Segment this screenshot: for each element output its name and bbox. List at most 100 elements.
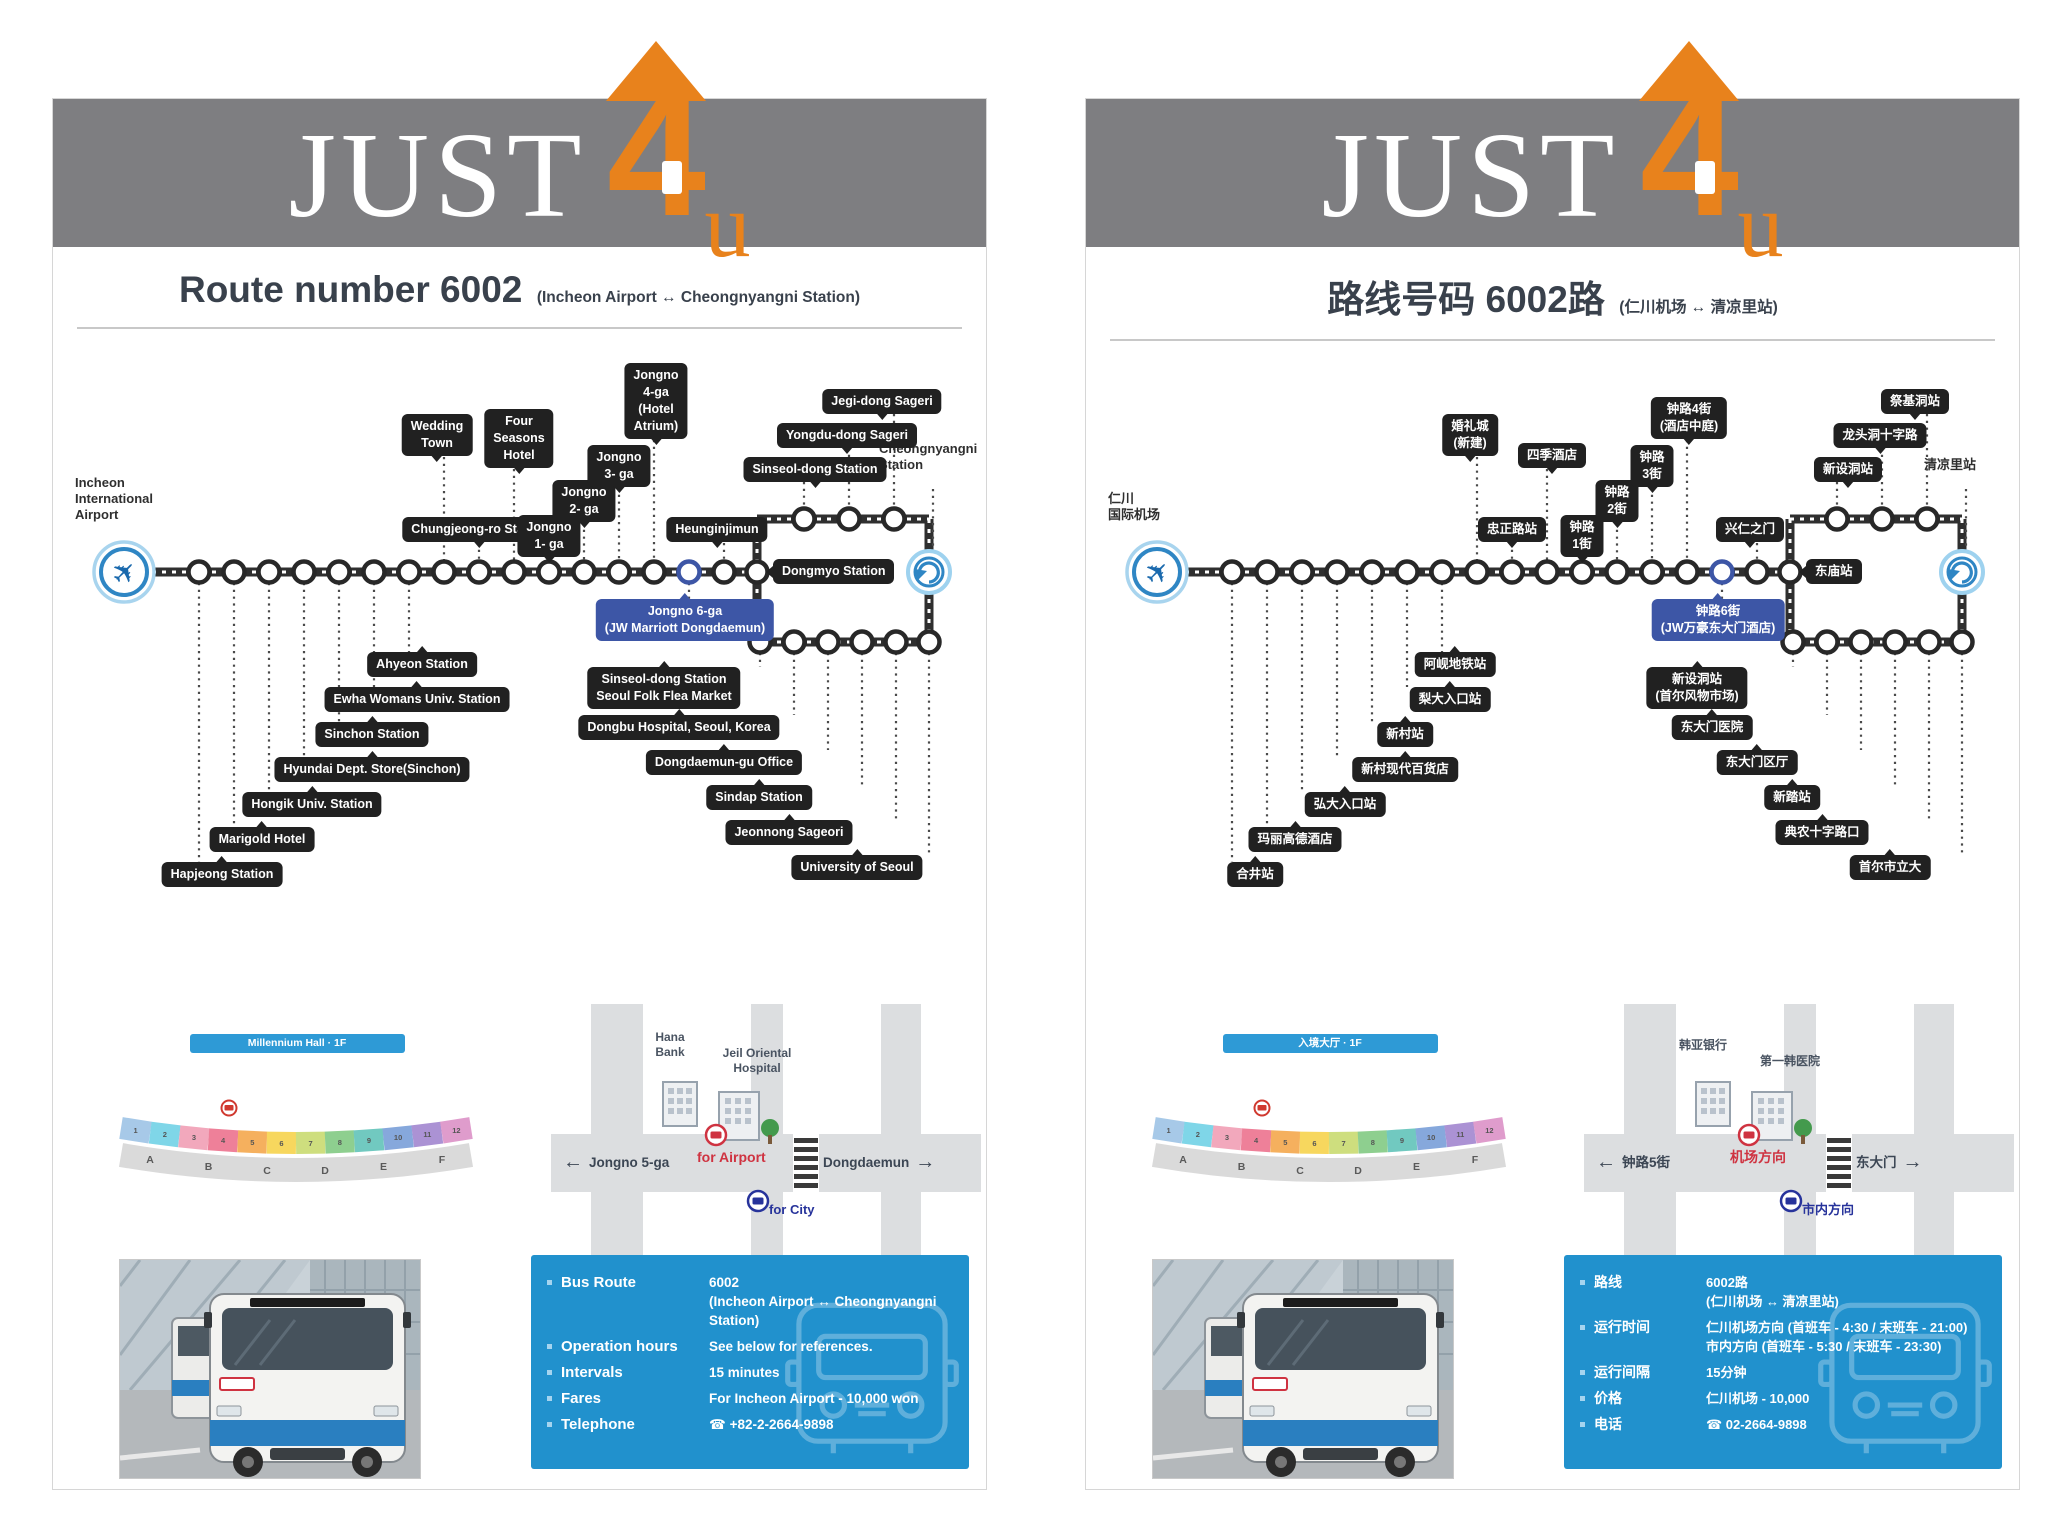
for-airport-label: 机场方向	[1730, 1149, 1786, 1165]
station-badge: Jongno 2- ga	[552, 480, 616, 528]
station-badge: 玛丽高德酒店	[1248, 821, 1342, 852]
info-row: 价格 仁川机场 - 10,000	[1580, 1389, 1992, 1408]
logo-just-text: JUST	[288, 108, 587, 243]
info-value: See below for references.	[709, 1339, 873, 1354]
station-badge: Wedding Town	[401, 414, 473, 462]
route-title-sub: (仁川机场 ↔ 清凉里站)	[1619, 299, 1778, 316]
bullet-icon	[1580, 1370, 1585, 1375]
door-icon	[1695, 161, 1716, 194]
info-value: 仁川机场 - 10,000	[1706, 1391, 1810, 1406]
station-badge: Ahyeon Station	[367, 646, 477, 677]
road-left-label: ← 钟路5街	[1596, 1152, 1670, 1172]
just4u-logo: JUST 4 u	[53, 41, 986, 276]
terminal-pill: 入境大厅 · 1F	[1222, 1034, 1438, 1053]
station-badge: Hapjeong Station	[161, 856, 283, 887]
station-badge: Sindap Station	[706, 779, 812, 810]
bus-illustration	[120, 1260, 420, 1478]
info-value: 15 minutes	[709, 1365, 780, 1380]
station-badge: 钟路 2街	[1595, 480, 1639, 528]
road-left-label: ← Jongno 5-ga	[563, 1152, 669, 1172]
terminal-diagram: 入境大厅 · 1F	[1134, 1034, 1526, 1212]
station-badge: Sinseol-dong Station Seoul Folk Flea Mar…	[587, 661, 741, 709]
info-value: 15分钟	[1706, 1365, 1747, 1380]
station-badge: 忠正路站	[1477, 517, 1547, 548]
station-badge: 东大门区厅	[1716, 744, 1798, 775]
divider	[1110, 339, 1995, 341]
logo-just-text: JUST	[1321, 108, 1620, 243]
station-badge: Dongmyo Station	[765, 559, 895, 584]
bank-label: 韩亚银行	[1678, 1038, 1727, 1052]
station-badge: Sinseol-dong Station	[743, 457, 887, 488]
station-badge: 婚礼城 (新建)	[1442, 414, 1498, 462]
terminal-pill: Millennium Hall · 1F	[189, 1034, 405, 1053]
station-badge-highlight: 钟路6街 (JW万豪东大门酒店)	[1651, 593, 1785, 641]
station-badge: 典农十字路口	[1775, 814, 1869, 845]
station-badge: 东庙站	[1799, 559, 1862, 584]
station-badge: Marigold Hotel	[209, 821, 315, 852]
station-badge: Ewha Womans Univ. Station	[324, 681, 510, 712]
station-badge-highlight: Jongno 6-ga (JW Marriott Dongdaemun)	[595, 593, 775, 641]
route-title-sub: (Incheon Airport ↔ Cheongnyangni Station…	[536, 289, 860, 306]
bullet-icon	[547, 1344, 552, 1349]
station-badge: 东大门医院	[1671, 709, 1753, 740]
right-arrow-icon: →	[1902, 1151, 1923, 1173]
station-badge: Jongno 1- ga	[517, 515, 581, 563]
divider	[77, 327, 962, 329]
bus-photo	[1152, 1259, 1454, 1479]
info-label: Fares	[561, 1390, 602, 1407]
bus-illustration	[1153, 1260, 1453, 1478]
info-value: 6002 (Incheon Airport ↔ Cheongnyangni St…	[709, 1275, 937, 1328]
station-badge: 新村站	[1377, 716, 1433, 747]
airport-label: Incheon International Airport	[75, 475, 154, 522]
info-value: 仁川机场方向 (首班车 - 4:30 / 末班车 - 21:00) 市内方向 (…	[1706, 1320, 1968, 1354]
door-icon	[662, 161, 683, 194]
logo-4-arrow: 4	[1629, 41, 1749, 247]
station-badge: Jegi-dong Sageri	[822, 389, 942, 420]
station-badge: Dongdaemun-gu Office	[645, 744, 803, 775]
route-map: 仁川 国际机场 婚礼城 (新建) 忠正路站 四季酒店 钟路 1街 钟路 2街 钟…	[1100, 357, 2005, 917]
station-badge: 首尔市立大	[1849, 849, 1931, 880]
right-arrow-icon: →	[915, 1151, 936, 1173]
logo-4-text: 4	[606, 54, 706, 253]
up-arrow-icon	[1639, 41, 1740, 101]
hospital-label: 第一韩医院	[1759, 1054, 1820, 1068]
bullet-icon	[1580, 1396, 1585, 1401]
street-map: Hana Bank Jeil Oriental Hospital for Air…	[551, 1004, 983, 1316]
road-left-text: Jongno 5-ga	[589, 1154, 670, 1170]
bank-label: Hana Bank	[655, 1030, 685, 1059]
info-row: Telephone ☎ +82-2-2664-9898	[547, 1415, 959, 1434]
logo-4-arrow: 4	[596, 41, 716, 247]
info-label: Telephone	[561, 1416, 635, 1433]
station-badge: 新设洞站	[1813, 457, 1883, 488]
station-badge: Dongbu Hospital, Seoul, Korea	[578, 709, 780, 740]
for-city-label: for City	[769, 1202, 815, 1217]
info-value: For Incheon Airport - 10,000 won	[709, 1391, 919, 1406]
info-label: 价格	[1594, 1390, 1622, 1406]
info-row: 电话☎ 02-2664-9898	[1580, 1415, 1992, 1434]
logo-u-text: u	[1737, 174, 1784, 276]
route-title-main: Route number 6002	[178, 269, 523, 310]
terminus-label: 清凉里站	[1924, 457, 1977, 472]
brand-header: JUST 4 u	[53, 41, 986, 276]
bullet-icon	[1580, 1422, 1585, 1427]
info-label: 运行时间	[1594, 1319, 1650, 1335]
station-badge: Sinchon Station	[315, 716, 429, 747]
left-arrow-icon: ←	[1596, 1151, 1616, 1173]
route-title-main: 路线号码 6002路	[1327, 279, 1605, 320]
logo-u-text: u	[704, 174, 751, 276]
bullet-icon	[1580, 1280, 1585, 1285]
station-badge: 钟路 1街	[1560, 515, 1604, 563]
logo-4-text: 4	[1639, 54, 1739, 253]
station-badge: 弘大入口站	[1304, 786, 1386, 817]
info-row: Fares For Incheon Airport - 10,000 won	[547, 1389, 959, 1408]
page-english: JUST 4 u Route number 6002 (Incheon Airp…	[52, 41, 987, 1490]
road-right-label: 东大门 →	[1856, 1152, 1923, 1172]
just4u-logo: JUST 4 u	[1086, 41, 2019, 276]
info-value: ☎ +82-2-2664-9898	[709, 1417, 834, 1432]
road-right-text: Dongdaemun	[823, 1154, 910, 1170]
bullet-icon	[547, 1396, 552, 1401]
